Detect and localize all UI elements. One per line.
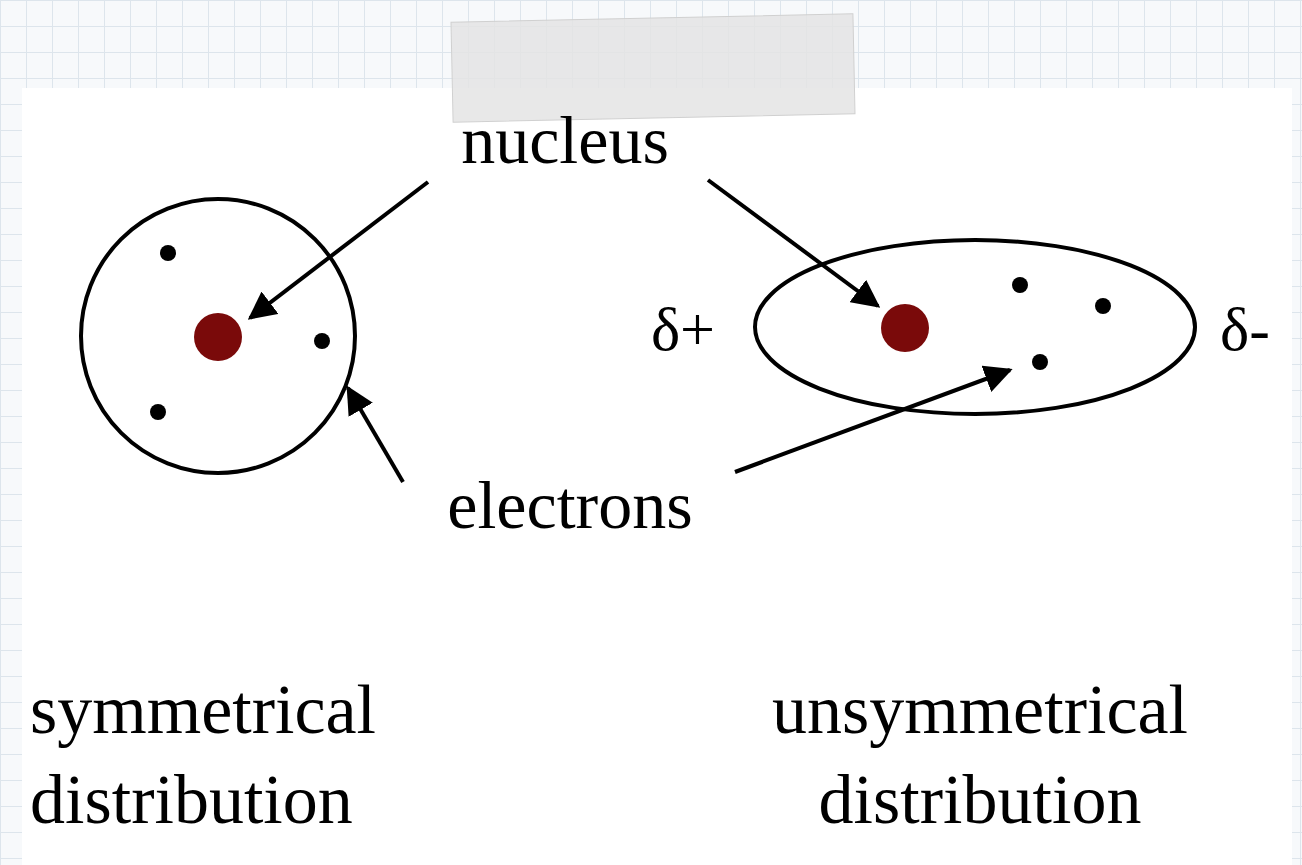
electron-dot — [150, 404, 166, 420]
leader-arrow — [735, 370, 1010, 472]
leader-arrow — [348, 388, 403, 482]
caption-text: unsymmetrical distribution — [720, 665, 1240, 845]
electron-dot — [160, 245, 176, 261]
electron-dot — [1032, 354, 1048, 370]
electron-dot — [314, 333, 330, 349]
part-label: electrons — [447, 463, 692, 548]
leader-arrow — [708, 180, 878, 306]
nucleus-dot — [194, 313, 242, 361]
leader-arrow — [250, 182, 428, 318]
charge-label: δ+ — [651, 291, 715, 369]
symmetric-cloud — [81, 199, 355, 473]
electron-dot — [1012, 277, 1028, 293]
white-panel — [22, 88, 1292, 865]
charge-label: δ- — [1220, 291, 1270, 369]
caption-text: symmetrical distribution — [30, 665, 490, 845]
part-label: nucleus — [461, 98, 669, 183]
nucleus-dot — [881, 304, 929, 352]
electron-dot — [1095, 298, 1111, 314]
